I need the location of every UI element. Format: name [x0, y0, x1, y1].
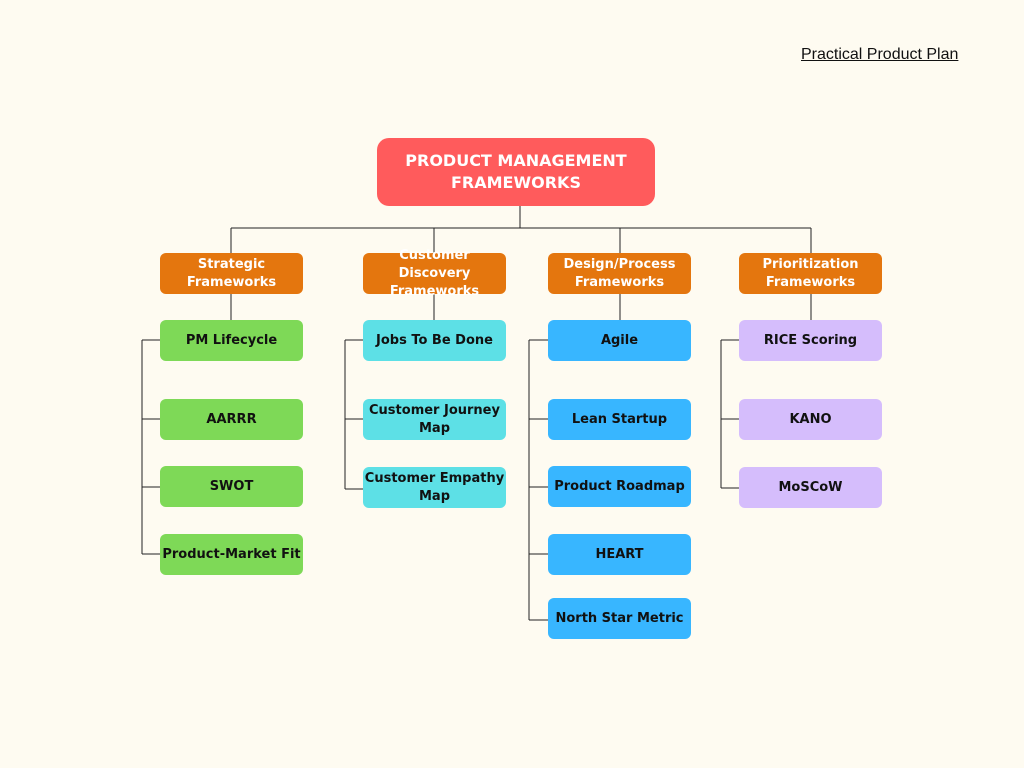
node-customer-empathy-map: Customer Empathy Map	[363, 467, 506, 508]
node-rice-scoring: RICE Scoring	[739, 320, 882, 361]
node-agile: Agile	[548, 320, 691, 361]
node-pm-lifecycle: PM Lifecycle	[160, 320, 303, 361]
node-swot: SWOT	[160, 466, 303, 507]
category-customer-discovery: Customer Discovery Frameworks	[363, 248, 506, 299]
node-product-roadmap: Product Roadmap	[548, 466, 691, 507]
node-kano: KANO	[739, 399, 882, 440]
node-product-market-fit: Product-Market Fit	[160, 534, 303, 575]
node-aarrr: AARRR	[160, 399, 303, 440]
node-jobs-to-be-done: Jobs To Be Done	[363, 320, 506, 361]
root-node: PRODUCT MANAGEMENT FRAMEWORKS	[377, 138, 655, 206]
category-prioritization: Prioritization Frameworks	[739, 253, 882, 294]
node-heart: HEART	[548, 534, 691, 575]
node-moscow: MoSCoW	[739, 467, 882, 508]
credit-link[interactable]: Practical Product Plan	[801, 46, 959, 63]
node-north-star-metric: North Star Metric	[548, 598, 691, 639]
node-lean-startup: Lean Startup	[548, 399, 691, 440]
category-design-process: Design/Process Frameworks	[548, 253, 691, 294]
node-customer-journey-map: Customer Journey Map	[363, 399, 506, 440]
category-strategic: Strategic Frameworks	[160, 253, 303, 294]
